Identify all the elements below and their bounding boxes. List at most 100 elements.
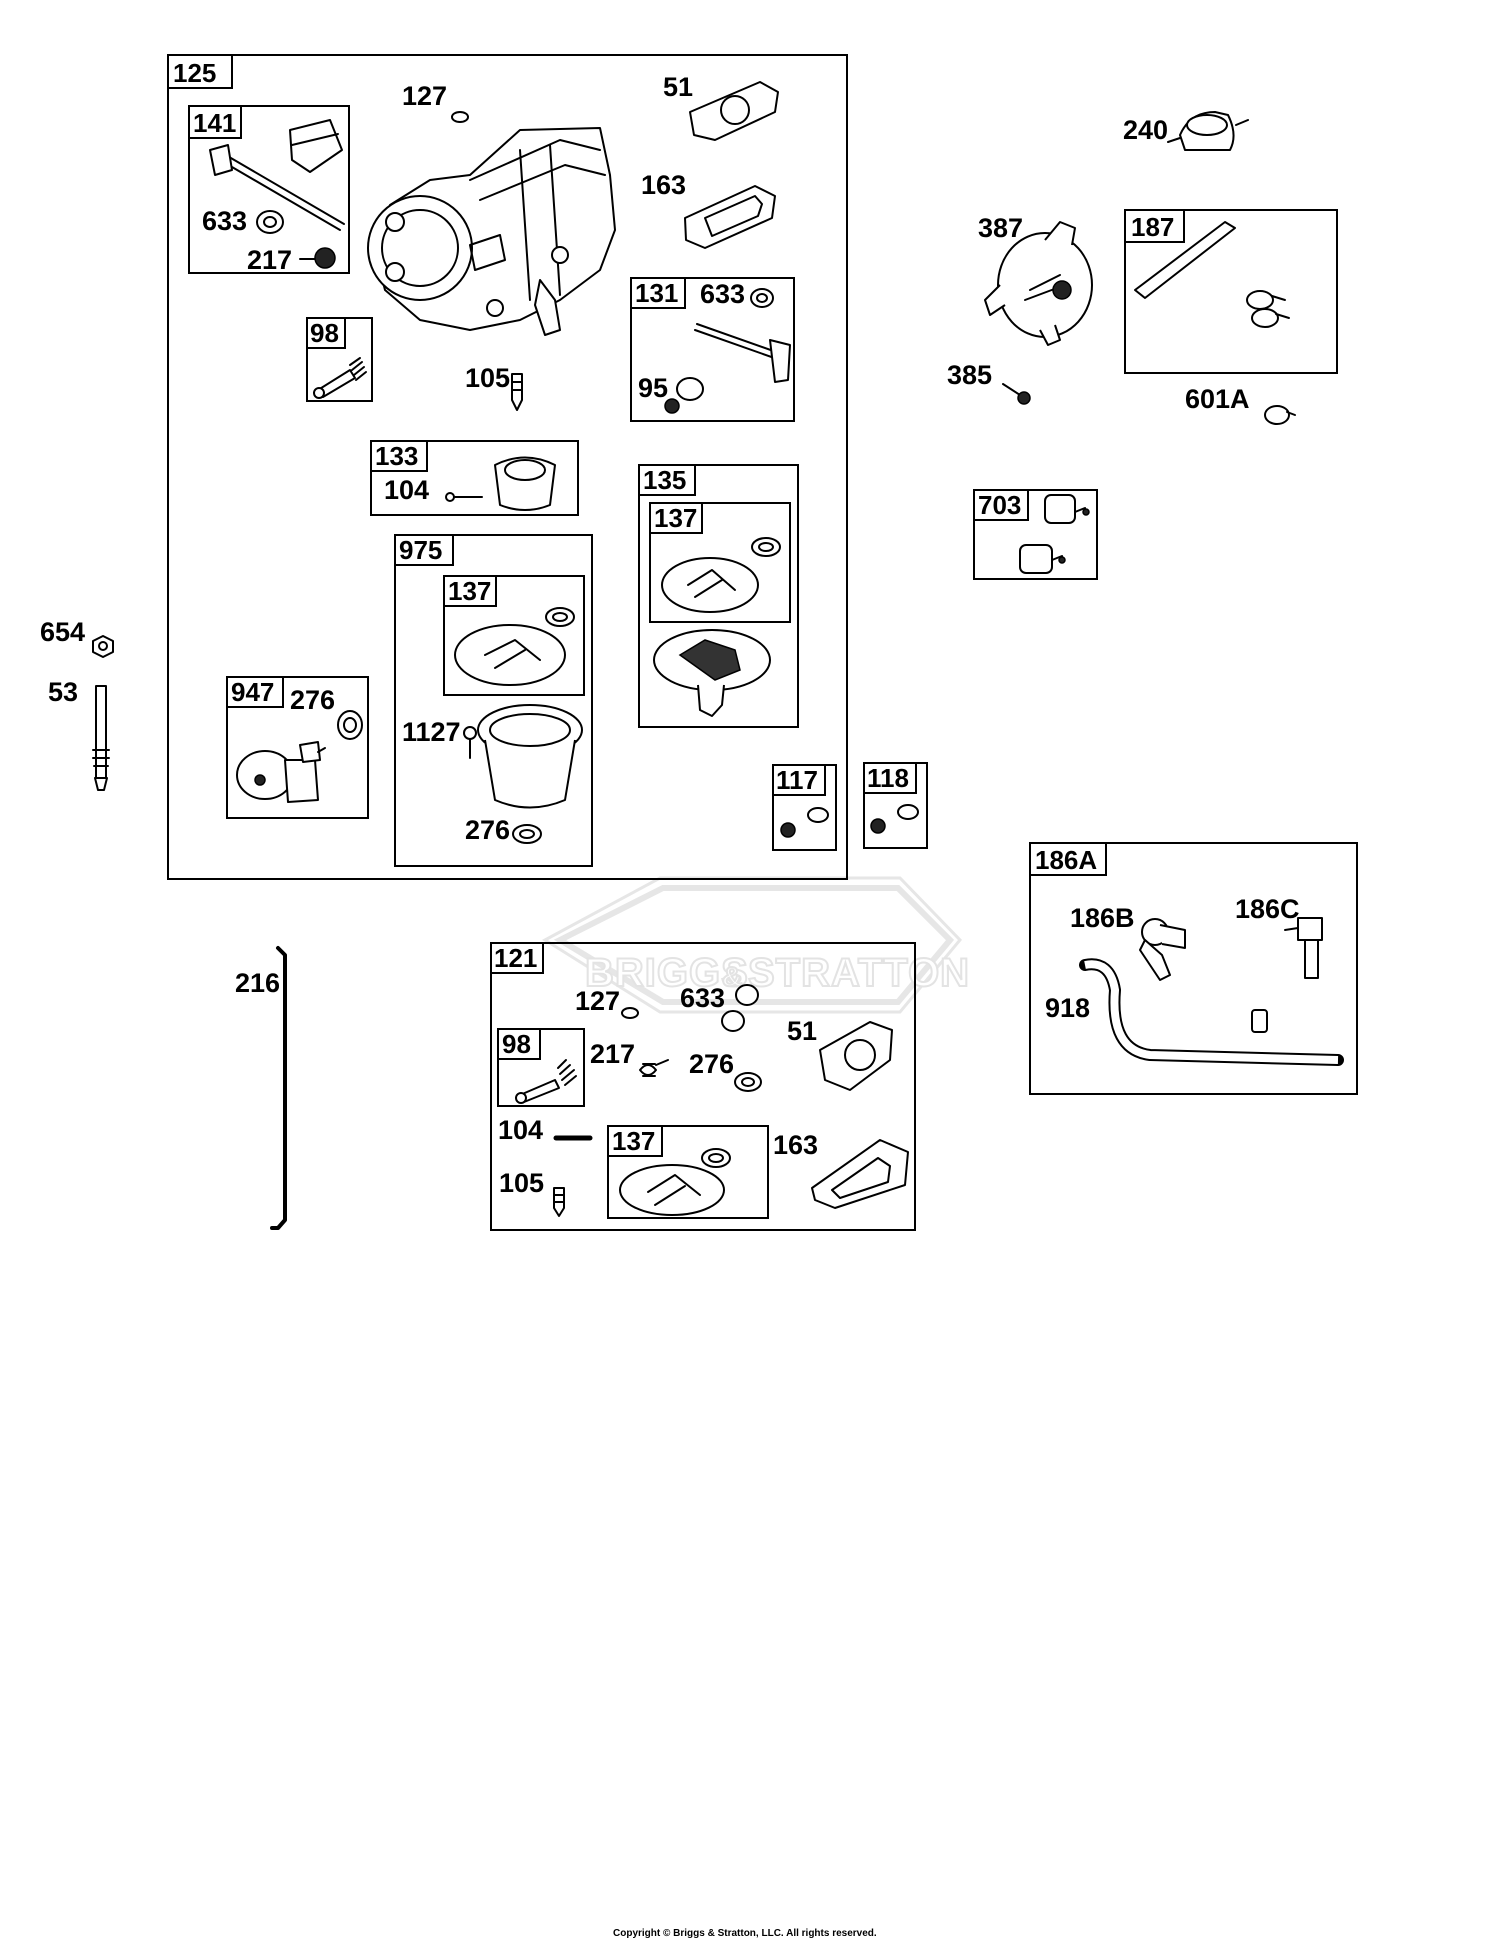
needle-105: [511, 373, 523, 411]
fuel-line-918: [1079, 958, 1344, 1066]
group-141: 141: [188, 105, 350, 274]
group-703: 703: [973, 489, 1098, 580]
group-131: 131: [630, 277, 795, 422]
group-137-in-135: 137: [649, 502, 791, 623]
screw-1127: [463, 726, 477, 759]
bushing-633: [256, 210, 284, 234]
screw-95: [664, 398, 680, 414]
part-label-186b: 186B: [1070, 903, 1135, 933]
needle-105-b: [553, 1187, 565, 1217]
part-label-601a: 601A: [1185, 384, 1250, 414]
nut-654: [92, 635, 114, 658]
group-135: 135: [638, 464, 799, 728]
group-label-117: 117: [776, 765, 818, 795]
group-137-in-975: 137: [443, 575, 585, 696]
part-label-385: 385: [947, 360, 992, 390]
float-bowl: [477, 704, 583, 809]
bushing-633-b: [750, 288, 774, 308]
group-label-131: 131: [635, 278, 678, 308]
o-ring-127: [451, 111, 469, 123]
gasket-163-b: [811, 1139, 909, 1209]
group-label-137-in-121: 137: [612, 1126, 655, 1156]
part-label-51-b: 51: [787, 1016, 817, 1046]
governor-link-216: [270, 946, 287, 1230]
part-label-51: 51: [663, 72, 693, 102]
screw-385: [1002, 383, 1031, 405]
washer-276-b: [512, 824, 542, 844]
gasket-51: [689, 81, 779, 141]
group-121: 121: [490, 942, 916, 1231]
part-label-105-b: 105: [499, 1168, 544, 1198]
group-947: 947: [226, 676, 369, 819]
part-label-276-b: 276: [465, 815, 510, 845]
group-133: 133: [370, 440, 579, 516]
washer-276-c: [734, 1072, 762, 1092]
copyright-notice: Copyright © Briggs & Stratton, LLC. All …: [613, 1928, 877, 1939]
group-98-lower: 98: [497, 1028, 585, 1107]
group-label-118: 118: [867, 763, 909, 793]
group-label-141: 141: [193, 108, 236, 138]
group-label-98-upper: 98: [310, 318, 339, 348]
part-label-217-b: 217: [590, 1039, 635, 1069]
part-label-95: 95: [638, 373, 668, 403]
watermark-amp: &: [722, 961, 743, 992]
part-label-633-c: 633: [680, 983, 725, 1013]
part-label-217: 217: [247, 245, 292, 275]
gasket-51-b: [819, 1021, 893, 1091]
fuel-pump-387: [984, 221, 1093, 346]
watermark-line1: BRIGGS: [585, 951, 749, 995]
stud-53: [92, 685, 110, 791]
gasket-163: [684, 185, 776, 249]
group-125: 125: [167, 54, 848, 880]
group-118: 118: [863, 762, 928, 849]
part-label-104: 104: [384, 475, 429, 505]
spring-217: [299, 247, 336, 269]
group-186a: 186A: [1029, 842, 1358, 1095]
group-98-upper: 98: [306, 317, 373, 402]
group-label-187: 187: [1131, 212, 1174, 242]
part-label-163-b: 163: [773, 1130, 818, 1160]
group-117: 117: [772, 764, 837, 851]
group-137-in-121: 137: [607, 1125, 769, 1219]
watermark-line2: STRATTON: [748, 951, 970, 995]
group-187: 187: [1124, 209, 1338, 374]
bushings-633-c: [721, 984, 759, 1032]
group-label-125: 125: [173, 58, 216, 88]
fitting-186c: [1284, 917, 1323, 979]
group-label-137-in-975: 137: [448, 576, 491, 606]
group-975: 975: [394, 534, 593, 867]
part-label-240: 240: [1123, 115, 1168, 145]
spring-217-b: [639, 1059, 669, 1077]
o-ring-127-b: [621, 1007, 639, 1019]
group-label-133: 133: [375, 441, 418, 471]
group-label-186a: 186A: [1035, 845, 1097, 875]
washer-276-a: [337, 710, 363, 740]
part-label-654: 654: [40, 617, 85, 647]
brand-watermark: BRIGGS & STRATTON: [542, 876, 970, 1014]
emulsion-assembly: [653, 629, 771, 717]
fuel-filter-240: [1167, 111, 1249, 151]
part-label-633-b: 633: [700, 279, 745, 309]
part-label-127: 127: [402, 81, 447, 111]
part-label-186c: 186C: [1235, 894, 1300, 924]
part-label-127-b: 127: [575, 986, 620, 1016]
part-label-104-b: 104: [498, 1115, 543, 1145]
fitting-186b: [1139, 918, 1186, 981]
part-label-53: 53: [48, 677, 78, 707]
part-label-276-c: 276: [689, 1049, 734, 1079]
part-label-276-a: 276: [290, 685, 335, 715]
clamp-601a: [1264, 405, 1296, 425]
group-label-137-in-135: 137: [654, 503, 697, 533]
group-label-703: 703: [978, 490, 1021, 520]
group-label-135: 135: [643, 465, 686, 495]
group-label-947: 947: [231, 677, 274, 707]
group-label-975: 975: [399, 535, 442, 565]
part-label-105: 105: [465, 363, 510, 393]
carburetor-body-drawing: [367, 127, 616, 336]
part-label-918: 918: [1045, 993, 1090, 1023]
group-label-121: 121: [494, 943, 537, 973]
part-label-163: 163: [641, 170, 686, 200]
part-label-216: 216: [235, 968, 280, 998]
part-label-1127: 1127: [402, 717, 461, 747]
